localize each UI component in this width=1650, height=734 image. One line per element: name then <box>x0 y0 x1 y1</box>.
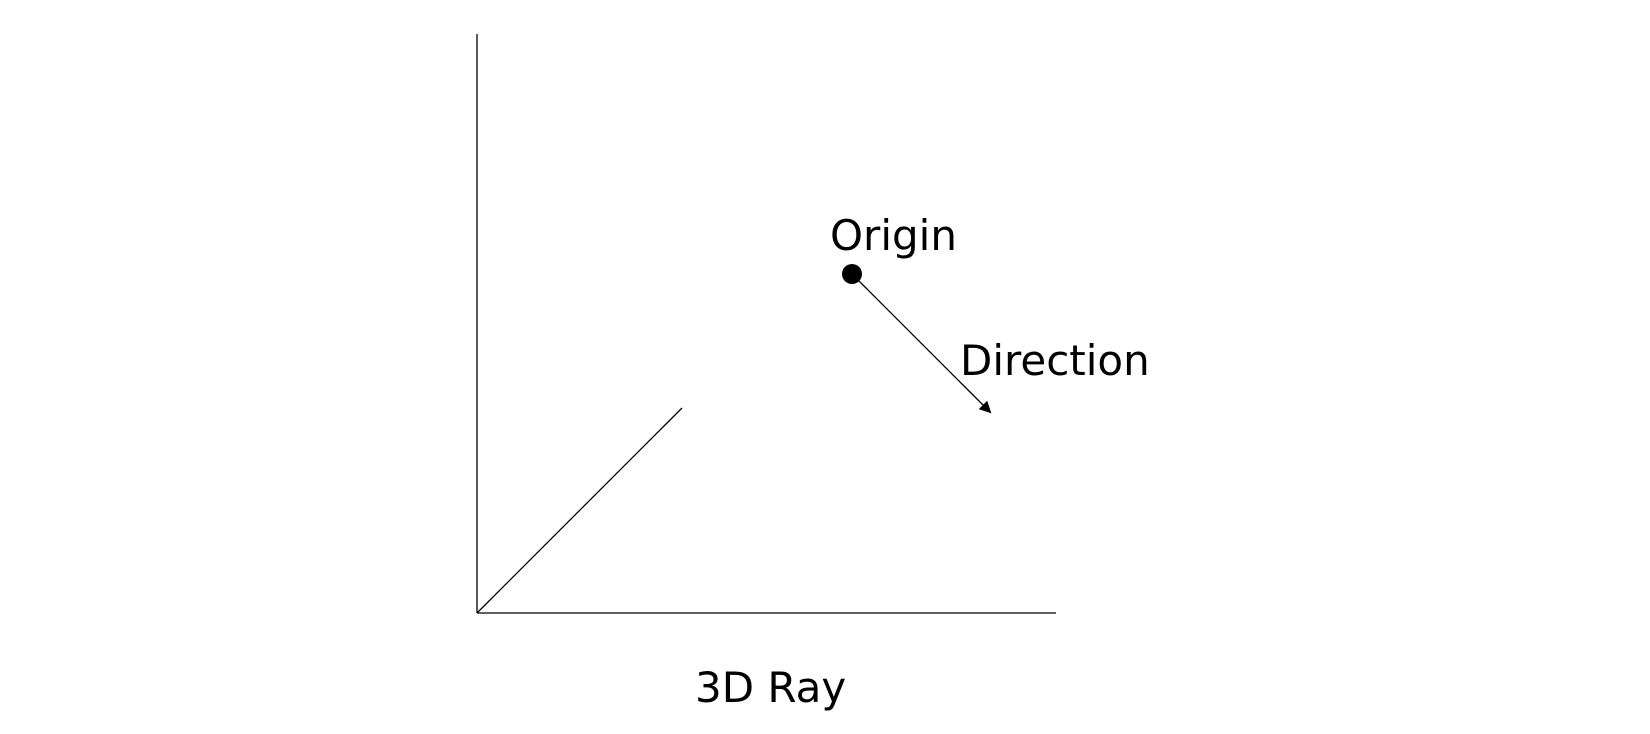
z-axis <box>476 407 683 614</box>
origin-point <box>842 264 862 284</box>
diagram-caption: 3D Ray <box>695 663 846 712</box>
direction-arrow <box>851 273 992 414</box>
direction-label: Direction <box>960 336 1150 385</box>
origin-label: Origin <box>830 211 957 260</box>
